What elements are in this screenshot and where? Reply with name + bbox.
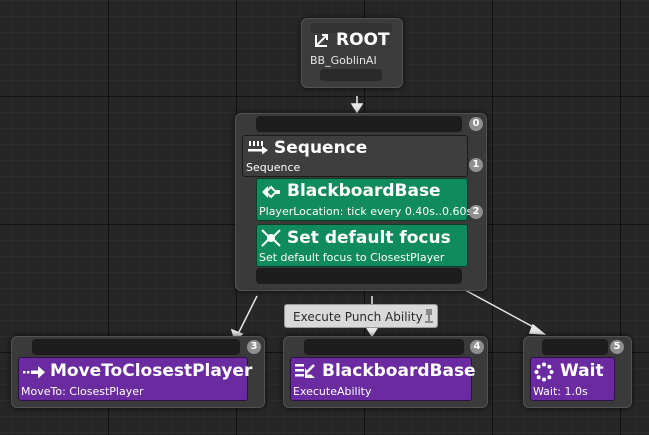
sequence-node[interactable]: 0 Sequence Sequence 1 BlackboardBase Pla…: [235, 113, 487, 291]
service-blackboard-base[interactable]: BlackboardBase PlayerLocation: tick ever…: [256, 178, 472, 221]
task-wait[interactable]: Wait Wait: 1.0s: [530, 357, 615, 401]
root-node[interactable]: ROOT BB_GoblinAI: [301, 18, 403, 88]
blackboard-task-icon: [294, 362, 316, 384]
blackboard-task-title: BlackboardBase: [322, 361, 476, 381]
blackboard-task-subtitle: ExecuteAbility: [293, 385, 372, 398]
service-blackboard-index-badge: 2: [469, 205, 483, 219]
blackboard-icon: [261, 183, 281, 205]
pin-icon[interactable]: [424, 307, 434, 325]
move-to-icon: [22, 364, 46, 383]
execute-punch-ability-tooltip: Execute Punch Ability: [284, 304, 438, 328]
sequence-title-index-badge: 1: [469, 158, 483, 172]
task-move-to[interactable]: MoveToClosestPlayer MoveTo: ClosestPlaye…: [18, 357, 252, 401]
service-focus-subtitle: Set default focus to ClosestPlayer: [259, 251, 445, 264]
wire-sequence-wait: [464, 289, 538, 330]
wait-title: Wait: [560, 361, 604, 381]
wait-icon: [534, 362, 554, 386]
task-wait-node[interactable]: 5 Wait Wait: 1.0s: [523, 336, 632, 408]
service-blackboard-title: BlackboardBase: [287, 181, 441, 201]
move-to-subtitle: MoveTo: ClosestPlayer: [21, 385, 144, 398]
focus-icon: [260, 228, 282, 252]
move-to-index-badge: 3: [247, 340, 261, 354]
service-focus-title: Set default focus: [287, 228, 451, 248]
arrow-sequence-wait: [528, 323, 547, 335]
arrow-root-sequence: [350, 103, 364, 114]
tooltip-text: Execute Punch Ability: [293, 310, 423, 324]
root-pin-bottom[interactable]: [320, 69, 382, 81]
move-to-pin-top[interactable]: [32, 339, 240, 355]
wait-index-badge: 5: [610, 340, 624, 354]
root-title: ROOT: [336, 30, 390, 50]
root-pin-top: [310, 23, 392, 33]
root-subtitle: BB_GoblinAI: [310, 54, 377, 67]
blackboard-task-pin-top[interactable]: [304, 339, 464, 355]
wire-sequence-move: [237, 295, 258, 335]
task-move-to-node[interactable]: 3 MoveToClosestPlayer MoveTo: ClosestPla…: [11, 336, 265, 408]
blackboard-task-index-badge: 4: [470, 340, 484, 354]
task-blackboard-node[interactable]: 4 BlackboardBase ExecuteAbility: [283, 336, 488, 408]
sequence-subtitle: Sequence: [246, 161, 301, 174]
root-icon: [313, 31, 331, 53]
sequence-title: Sequence: [274, 138, 368, 158]
sequence-header[interactable]: Sequence Sequence: [242, 135, 468, 177]
sequence-index-badge: 0: [469, 117, 483, 131]
move-to-title: MoveToClosestPlayer: [50, 361, 253, 381]
wait-pin-top[interactable]: [542, 339, 608, 355]
arrow-sequence-blackboard: [365, 327, 379, 338]
wait-subtitle: Wait: 1.0s: [533, 385, 588, 398]
task-blackboard-base[interactable]: BlackboardBase ExecuteAbility: [290, 357, 476, 401]
sequence-icon: [247, 140, 269, 160]
service-blackboard-subtitle: PlayerLocation: tick every 0.40s..0.60s: [259, 205, 473, 218]
sequence-pin-bottom[interactable]: [256, 268, 462, 284]
service-set-default-focus[interactable]: Set default focus Set default focus to C…: [256, 224, 468, 267]
sequence-pin-top[interactable]: [256, 116, 462, 132]
